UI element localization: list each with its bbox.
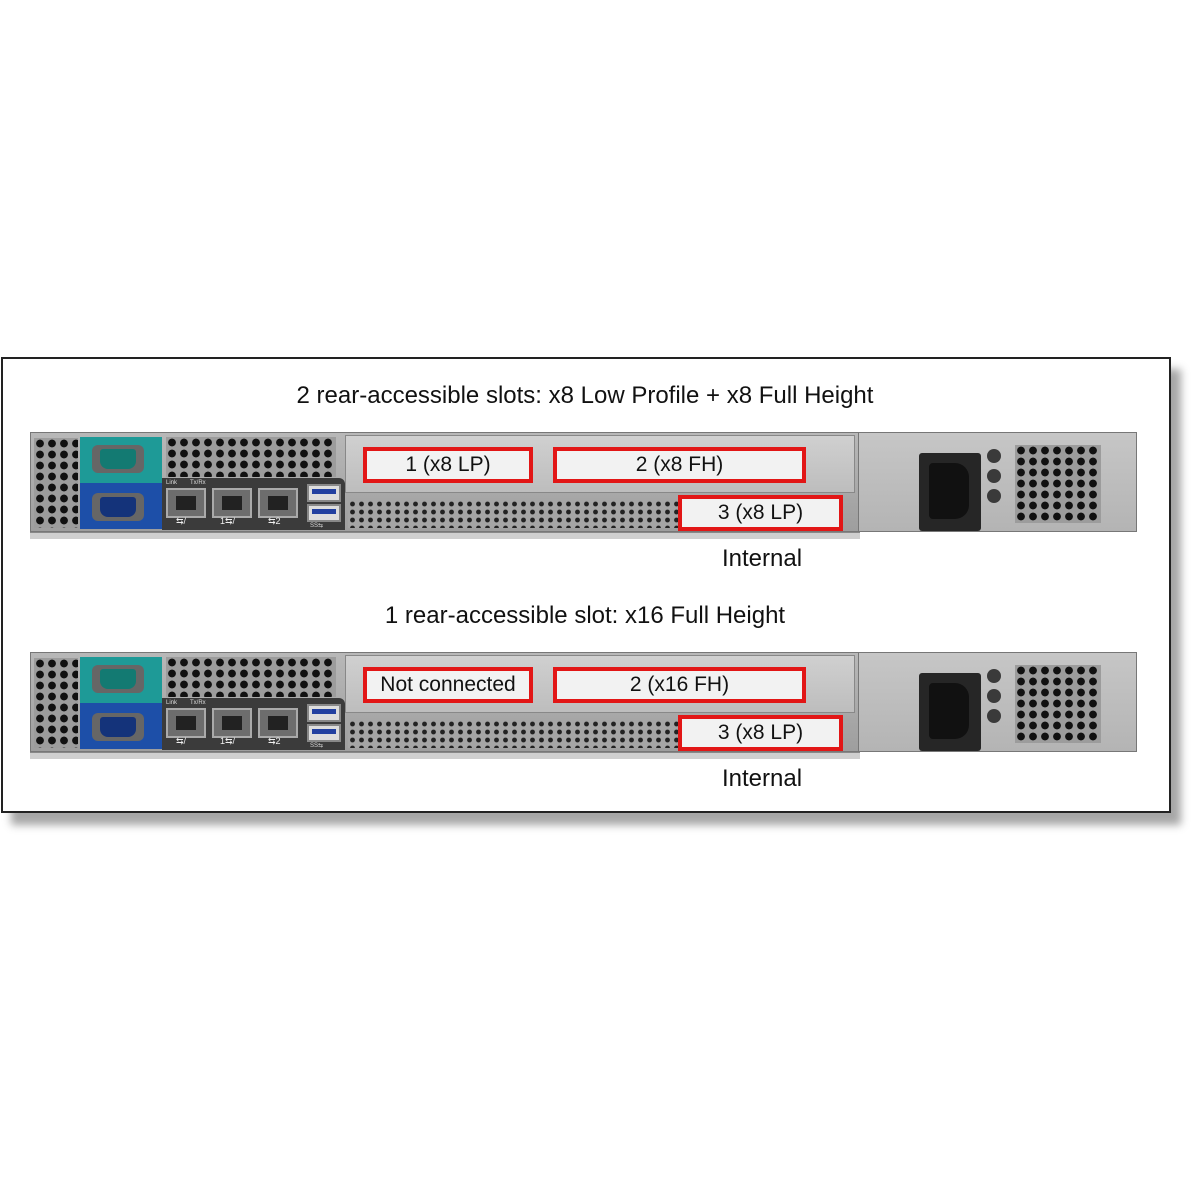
usb-port-1 [307, 704, 341, 722]
usb-port-1 [307, 484, 341, 502]
vga-port [92, 493, 144, 521]
txrx-label: Tx/Rx [190, 480, 206, 486]
slot-2-label: 2 (x16 FH) [553, 667, 806, 703]
chassis-rail [30, 752, 860, 759]
port-label-2: ⇆2 [268, 516, 281, 526]
mid-vent [348, 720, 678, 748]
serial-port [92, 445, 144, 473]
ethernet-port-2 [258, 708, 298, 738]
psu-vent [1015, 445, 1101, 523]
internal-label: Internal [722, 545, 803, 572]
link-label: Link [166, 480, 178, 486]
left-vent [34, 658, 78, 748]
psu-vent [1015, 665, 1101, 743]
usb-label: SS⇆ [310, 743, 324, 749]
power-supply [858, 652, 1137, 752]
port-label-mgmt: ⇆/ [176, 736, 187, 746]
psu-led [987, 689, 1001, 703]
power-socket [919, 673, 981, 751]
slot-1-label: 1 (x8 LP) [363, 447, 533, 483]
psu-led [987, 709, 1001, 723]
port-label-2: ⇆2 [268, 736, 281, 746]
chassis-rail [30, 532, 860, 539]
config-2-title: 1 rear-accessible slot: x16 Full Height [384, 602, 786, 629]
slot-1-label: Not connected [363, 667, 533, 703]
vga-port-area [80, 703, 162, 749]
psu-led [987, 489, 1001, 503]
txrx-label: Tx/Rx [190, 700, 206, 706]
vga-port [92, 713, 144, 741]
usb-port-2 [307, 724, 341, 742]
usb-port-2 [307, 504, 341, 522]
port-label-1: 1⇆/ [220, 736, 236, 746]
mid-vent [348, 500, 678, 528]
psu-led [987, 469, 1001, 483]
psu-led [987, 669, 1001, 683]
ethernet-port-1 [212, 488, 252, 518]
port-block: Link Tx/Rx ⇆/ 1⇆/ ⇆2 SS⇆ [162, 698, 345, 750]
slot-3-label: 3 (x8 LP) [678, 495, 843, 531]
serial-port [92, 665, 144, 693]
ethernet-port-2 [258, 488, 298, 518]
psu-led [987, 449, 1001, 463]
ethernet-port-mgmt [166, 708, 206, 738]
slot-3-label: 3 (x8 LP) [678, 715, 843, 751]
link-label: Link [166, 700, 178, 706]
ethernet-port-1 [212, 708, 252, 738]
ethernet-port-mgmt [166, 488, 206, 518]
power-socket [919, 453, 981, 531]
power-supply [858, 432, 1137, 532]
usb-label: SS⇆ [310, 523, 324, 529]
serial-port-area [80, 657, 162, 703]
port-label-1: 1⇆/ [220, 516, 236, 526]
config-1-title: 2 rear-accessible slots: x8 Low Profile … [296, 382, 874, 409]
left-vent [34, 438, 78, 528]
port-label-mgmt: ⇆/ [176, 516, 187, 526]
serial-port-area [80, 437, 162, 483]
vga-port-area [80, 483, 162, 529]
top-vent [166, 657, 336, 697]
port-block: Link Tx/Rx ⇆/ 1⇆/ ⇆2 SS⇆ [162, 478, 345, 530]
internal-label: Internal [722, 765, 803, 792]
top-vent [166, 437, 336, 477]
slot-2-label: 2 (x8 FH) [553, 447, 806, 483]
